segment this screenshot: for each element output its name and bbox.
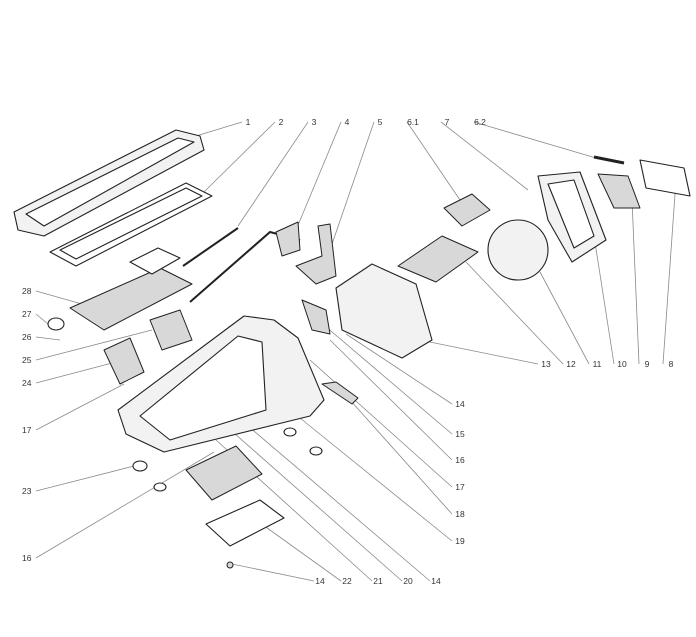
leader-line <box>317 319 453 435</box>
callout-label: 14 <box>455 399 465 409</box>
leader-line <box>195 121 243 137</box>
leader-lines <box>35 121 677 582</box>
callout-label: 11 <box>593 359 602 369</box>
callout-label: 6.1 <box>407 117 419 127</box>
part-9 <box>597 173 641 209</box>
callout-label: 19 <box>455 536 465 546</box>
callout-label: 23 <box>22 486 32 496</box>
callout-label: 18 <box>455 509 465 519</box>
part-6-1 <box>443 193 491 227</box>
leader-line <box>35 465 135 492</box>
part-foot-2 <box>309 446 323 456</box>
leader-line <box>345 333 453 405</box>
callout-label: 9 <box>645 359 650 369</box>
callout-label: 17 <box>22 425 32 435</box>
part-8 <box>639 159 691 197</box>
part-tray-22 <box>205 499 285 547</box>
part-bracket-24 <box>103 337 145 385</box>
callout-label: 8 <box>669 359 674 369</box>
part-main-board <box>69 267 193 331</box>
part-board-module <box>129 247 181 275</box>
leader-line <box>593 235 615 365</box>
leader-line <box>35 361 117 384</box>
callout-label: 20 <box>403 576 413 586</box>
callout-label: 14 <box>315 576 325 586</box>
part-display-panel <box>13 129 205 237</box>
callout-label: 16 <box>22 553 32 563</box>
part-27 <box>47 317 65 331</box>
callout-label: 25 <box>22 355 32 365</box>
part-foot-3 <box>153 482 167 492</box>
leader-line <box>662 179 677 365</box>
part-plate-5 <box>295 223 337 285</box>
leader-line <box>35 336 61 341</box>
callout-label: 27 <box>22 309 32 319</box>
callout-label: 13 <box>541 359 551 369</box>
leader-line <box>35 451 215 559</box>
leader-line <box>231 563 315 582</box>
part-blower-11 <box>487 219 549 281</box>
callout-label: 21 <box>373 576 383 586</box>
leader-line <box>203 121 276 193</box>
part-18 <box>321 381 359 405</box>
leader-line <box>349 399 453 515</box>
callout-label: 26 <box>22 332 32 342</box>
callout-label: 24 <box>22 378 32 388</box>
callout-label: 14 <box>431 576 441 586</box>
callout-label: 15 <box>455 429 465 439</box>
leader-line <box>473 121 597 159</box>
callout-label: 3 <box>312 117 317 127</box>
leader-line <box>35 329 153 361</box>
callout-label: 6.2 <box>474 117 486 127</box>
part-screw-14 <box>226 561 234 569</box>
callout-label: 12 <box>566 359 576 369</box>
callout-label: 28 <box>22 286 32 296</box>
callout-label: 22 <box>342 576 352 586</box>
leader-line <box>406 121 461 201</box>
callout-label: 17 <box>455 482 465 492</box>
leader-line <box>419 339 539 365</box>
leader-line <box>465 261 564 365</box>
leader-line <box>237 121 309 227</box>
leader-line <box>35 313 49 325</box>
leader-line <box>440 121 529 191</box>
leader-line <box>35 383 125 431</box>
part-housing-13 <box>335 263 433 359</box>
leader-line <box>255 519 342 582</box>
callout-label: 10 <box>617 359 627 369</box>
leader-line <box>539 271 590 365</box>
part-23 <box>132 460 148 472</box>
part-15 <box>301 299 331 335</box>
callout-label: 4 <box>345 117 350 127</box>
callout-label: 1 <box>246 117 251 127</box>
parts <box>13 129 691 569</box>
part-frame <box>49 182 213 267</box>
callout-label: 2 <box>279 117 284 127</box>
leader-line <box>631 199 640 365</box>
part-batteries-21 <box>185 445 263 501</box>
callout-label: 5 <box>378 117 383 127</box>
part-board-12 <box>397 235 479 283</box>
part-cable <box>182 227 239 267</box>
leader-line <box>295 121 342 231</box>
leader-line <box>299 417 453 542</box>
part-bracket-4 <box>275 221 301 257</box>
callout-label: 16 <box>455 455 465 465</box>
part-connector-25 <box>149 309 193 351</box>
leader-line <box>233 413 431 582</box>
part-rod-6-2 <box>593 155 625 165</box>
leader-line <box>329 121 375 251</box>
leader-line <box>225 425 403 582</box>
leader-line <box>329 339 453 461</box>
leader-line <box>309 359 453 488</box>
part-foot <box>283 427 297 437</box>
callout-label: 7 <box>445 117 450 127</box>
